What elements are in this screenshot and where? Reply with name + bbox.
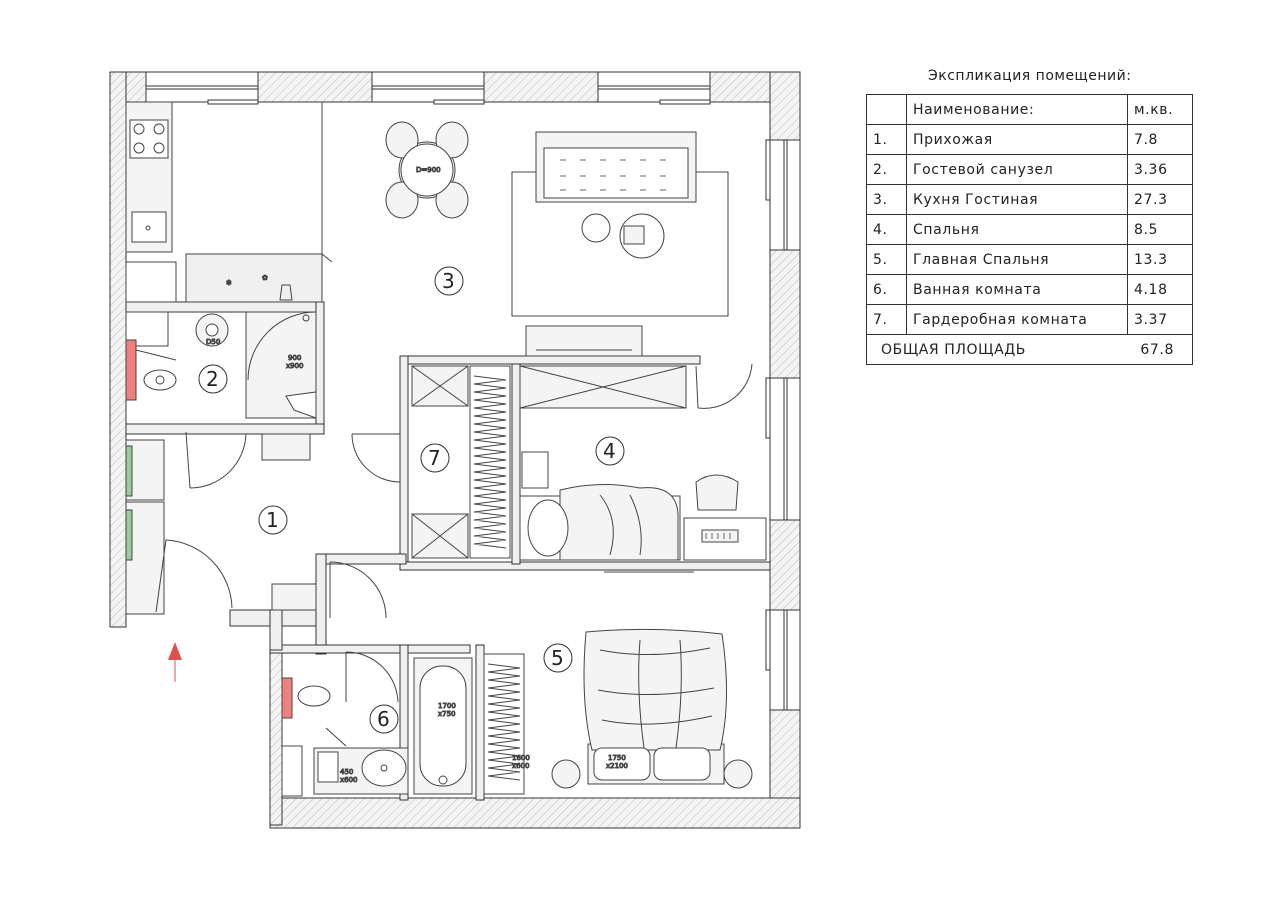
entrance-hall: [125, 431, 317, 615]
interior-walls: [125, 301, 771, 801]
row-name: Ванная комната: [906, 274, 1128, 305]
header-name: Наименование:: [906, 94, 1128, 125]
row-area: 3.36: [1127, 154, 1193, 185]
table-header-row: Наименование: м.кв.: [866, 94, 1193, 125]
row-num: 3.: [866, 184, 907, 215]
wardrobe-dim-label-2: x600: [512, 762, 530, 770]
bed-dim-label: 1750: [608, 754, 626, 762]
washer-dim-label: 450: [340, 768, 353, 776]
row-num: 1.: [866, 124, 907, 155]
row-num: 7.: [866, 304, 907, 335]
room-schedule-table: Наименование: м.кв. 1. Прихожая 7.8 2. Г…: [866, 94, 1193, 365]
room-label-6: 6: [369, 704, 399, 734]
table-row: 5. Главная Спальня 13.3: [866, 244, 1193, 275]
bathroom-6: 450 x600 1700 x750: [281, 651, 473, 797]
row-area: 7.8: [1127, 124, 1193, 155]
bedroom-4: [519, 363, 767, 573]
row-name: Главная Спальня: [906, 244, 1128, 275]
master-bed: 1750 x2100: [329, 561, 753, 789]
row-num: 2.: [866, 154, 907, 185]
floor-plan: ❄ ✿ D=900: [109, 71, 801, 829]
master-wardrobe: 1800 x600: [483, 653, 530, 795]
row-name: Спальня: [906, 214, 1128, 245]
svg-text:3: 3: [442, 269, 455, 293]
header-area: м.кв.: [1127, 94, 1193, 125]
bed-dim-label-2: x2100: [606, 762, 628, 770]
wardrobe-room: [351, 365, 511, 559]
room-label-1: 1: [258, 505, 288, 535]
entrance-arrow-icon: [168, 642, 182, 682]
total-area: 67.8: [1127, 334, 1193, 365]
guest-bathroom: D50 900 x900: [125, 311, 317, 461]
living-area: [511, 131, 729, 357]
row-num: 5.: [866, 244, 907, 275]
row-area: 13.3: [1127, 244, 1193, 275]
table-row: 7. Гардеробная комната 3.37: [866, 304, 1193, 335]
header-num: [866, 94, 907, 125]
guest-wc-accent: [125, 339, 137, 401]
legend-title: Экспликация помещений:: [928, 68, 1132, 84]
svg-text:1: 1: [266, 508, 279, 532]
room-label-5: 5: [543, 643, 573, 673]
bath-wc-accent: [281, 677, 293, 719]
shower-dim-label-2: x900: [286, 362, 304, 370]
bath-dim-label-2: x750: [438, 710, 456, 718]
row-name: Гостевой санузел: [906, 154, 1128, 185]
plant-icon: ✿: [262, 274, 268, 282]
washer-dim-label-2: x600: [340, 776, 358, 784]
sink-dim-label: D50: [206, 338, 220, 346]
room-labels: 1 2 3 4 5 6 7: [198, 266, 625, 734]
room-label-7: 7: [420, 443, 450, 473]
svg-text:6: 6: [377, 707, 390, 731]
shower-dim-label: 900: [288, 354, 301, 362]
row-area: 8.5: [1127, 214, 1193, 245]
windows-right: [765, 139, 801, 711]
bath-dim-label: 1700: [438, 702, 456, 710]
row-area: 4.18: [1127, 274, 1193, 305]
kitchen: ❄ ✿: [125, 101, 333, 303]
room-label-2: 2: [198, 364, 228, 394]
row-num: 6.: [866, 274, 907, 305]
row-num: 4.: [866, 214, 907, 245]
room-label-3: 3: [434, 266, 464, 296]
svg-text:7: 7: [428, 446, 441, 470]
row-area: 27.3: [1127, 184, 1193, 215]
table-dim-label: D=900: [416, 166, 441, 174]
table-row: 2. Гостевой санузел 3.36: [866, 154, 1193, 185]
windows-top: [145, 71, 711, 105]
table-row: 6. Ванная комната 4.18: [866, 274, 1193, 305]
fridge-icon: ❄: [226, 279, 232, 287]
dining-table: D=900: [385, 121, 469, 219]
total-label: ОБЩАЯ ПЛОЩАДЬ: [866, 334, 1128, 365]
row-name: Прихожая: [906, 124, 1128, 155]
svg-text:4: 4: [603, 439, 616, 463]
room-label-4: 4: [595, 436, 625, 466]
svg-text:2: 2: [206, 367, 219, 391]
table-row: 4. Спальня 8.5: [866, 214, 1193, 245]
row-name: Гардеробная комната: [906, 304, 1128, 335]
table-row: 3. Кухня Гостиная 27.3: [866, 184, 1193, 215]
wardrobe-dim-label: 1800: [512, 754, 530, 762]
table-row: 1. Прихожая 7.8: [866, 124, 1193, 155]
total-row: ОБЩАЯ ПЛОЩАДЬ 67.8: [866, 334, 1193, 365]
row-area: 3.37: [1127, 304, 1193, 335]
row-name: Кухня Гостиная: [906, 184, 1128, 215]
svg-text:5: 5: [551, 646, 564, 670]
